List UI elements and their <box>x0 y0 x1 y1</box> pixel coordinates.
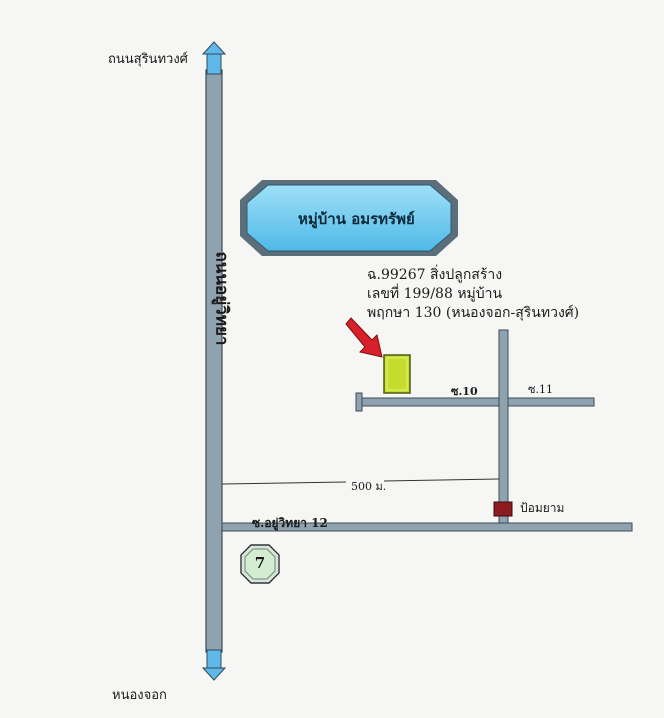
village-label: หมู่บ้าน อมรทรัพย์ <box>298 210 415 228</box>
soi-10-road-end <box>355 392 363 412</box>
police-box-label: ป้อมยาม <box>520 501 565 515</box>
soi-12-label: ซ.อยู่วิทยา 12 <box>252 516 328 530</box>
soi-12-road <box>221 522 633 532</box>
deed-line: พฤกษา 130 (หนองจอก-สุรินทวงศ์) <box>367 305 580 321</box>
property-marker-icon <box>383 354 411 394</box>
main-road-label: ถนนอยู่วิทยา <box>211 251 232 346</box>
deed-description: ฉ.99267 สิ่งปลูกสร้าง เลขที่ 199/88 หมู่… <box>367 266 579 323</box>
south-destination-label: หนองจอก <box>112 688 167 703</box>
deed-line: ฉ.99267 สิ่งปลูกสร้าง <box>367 267 503 283</box>
south-arrow-icon <box>201 649 227 681</box>
red-arrow-icon <box>345 317 383 358</box>
police-box-icon <box>493 501 513 517</box>
side-road <box>498 329 509 531</box>
north-arrow-icon <box>201 41 227 75</box>
convenience-store-icon <box>240 544 280 584</box>
store-number-label: 7 <box>254 554 266 572</box>
soi-10-label: ซ.10 <box>451 385 478 398</box>
soi-11-label: ซ.11 <box>528 383 553 396</box>
main-road <box>205 69 223 653</box>
village-sign <box>240 180 458 256</box>
north-destination-label: ถนนสุรินทวงศ์ <box>108 52 188 67</box>
distance-line <box>221 481 347 485</box>
distance-line-right <box>383 478 500 482</box>
deed-line: เลขที่ 199/88 หมู่บ้าน <box>367 286 503 302</box>
distance-label: 500 ม. <box>351 480 387 493</box>
